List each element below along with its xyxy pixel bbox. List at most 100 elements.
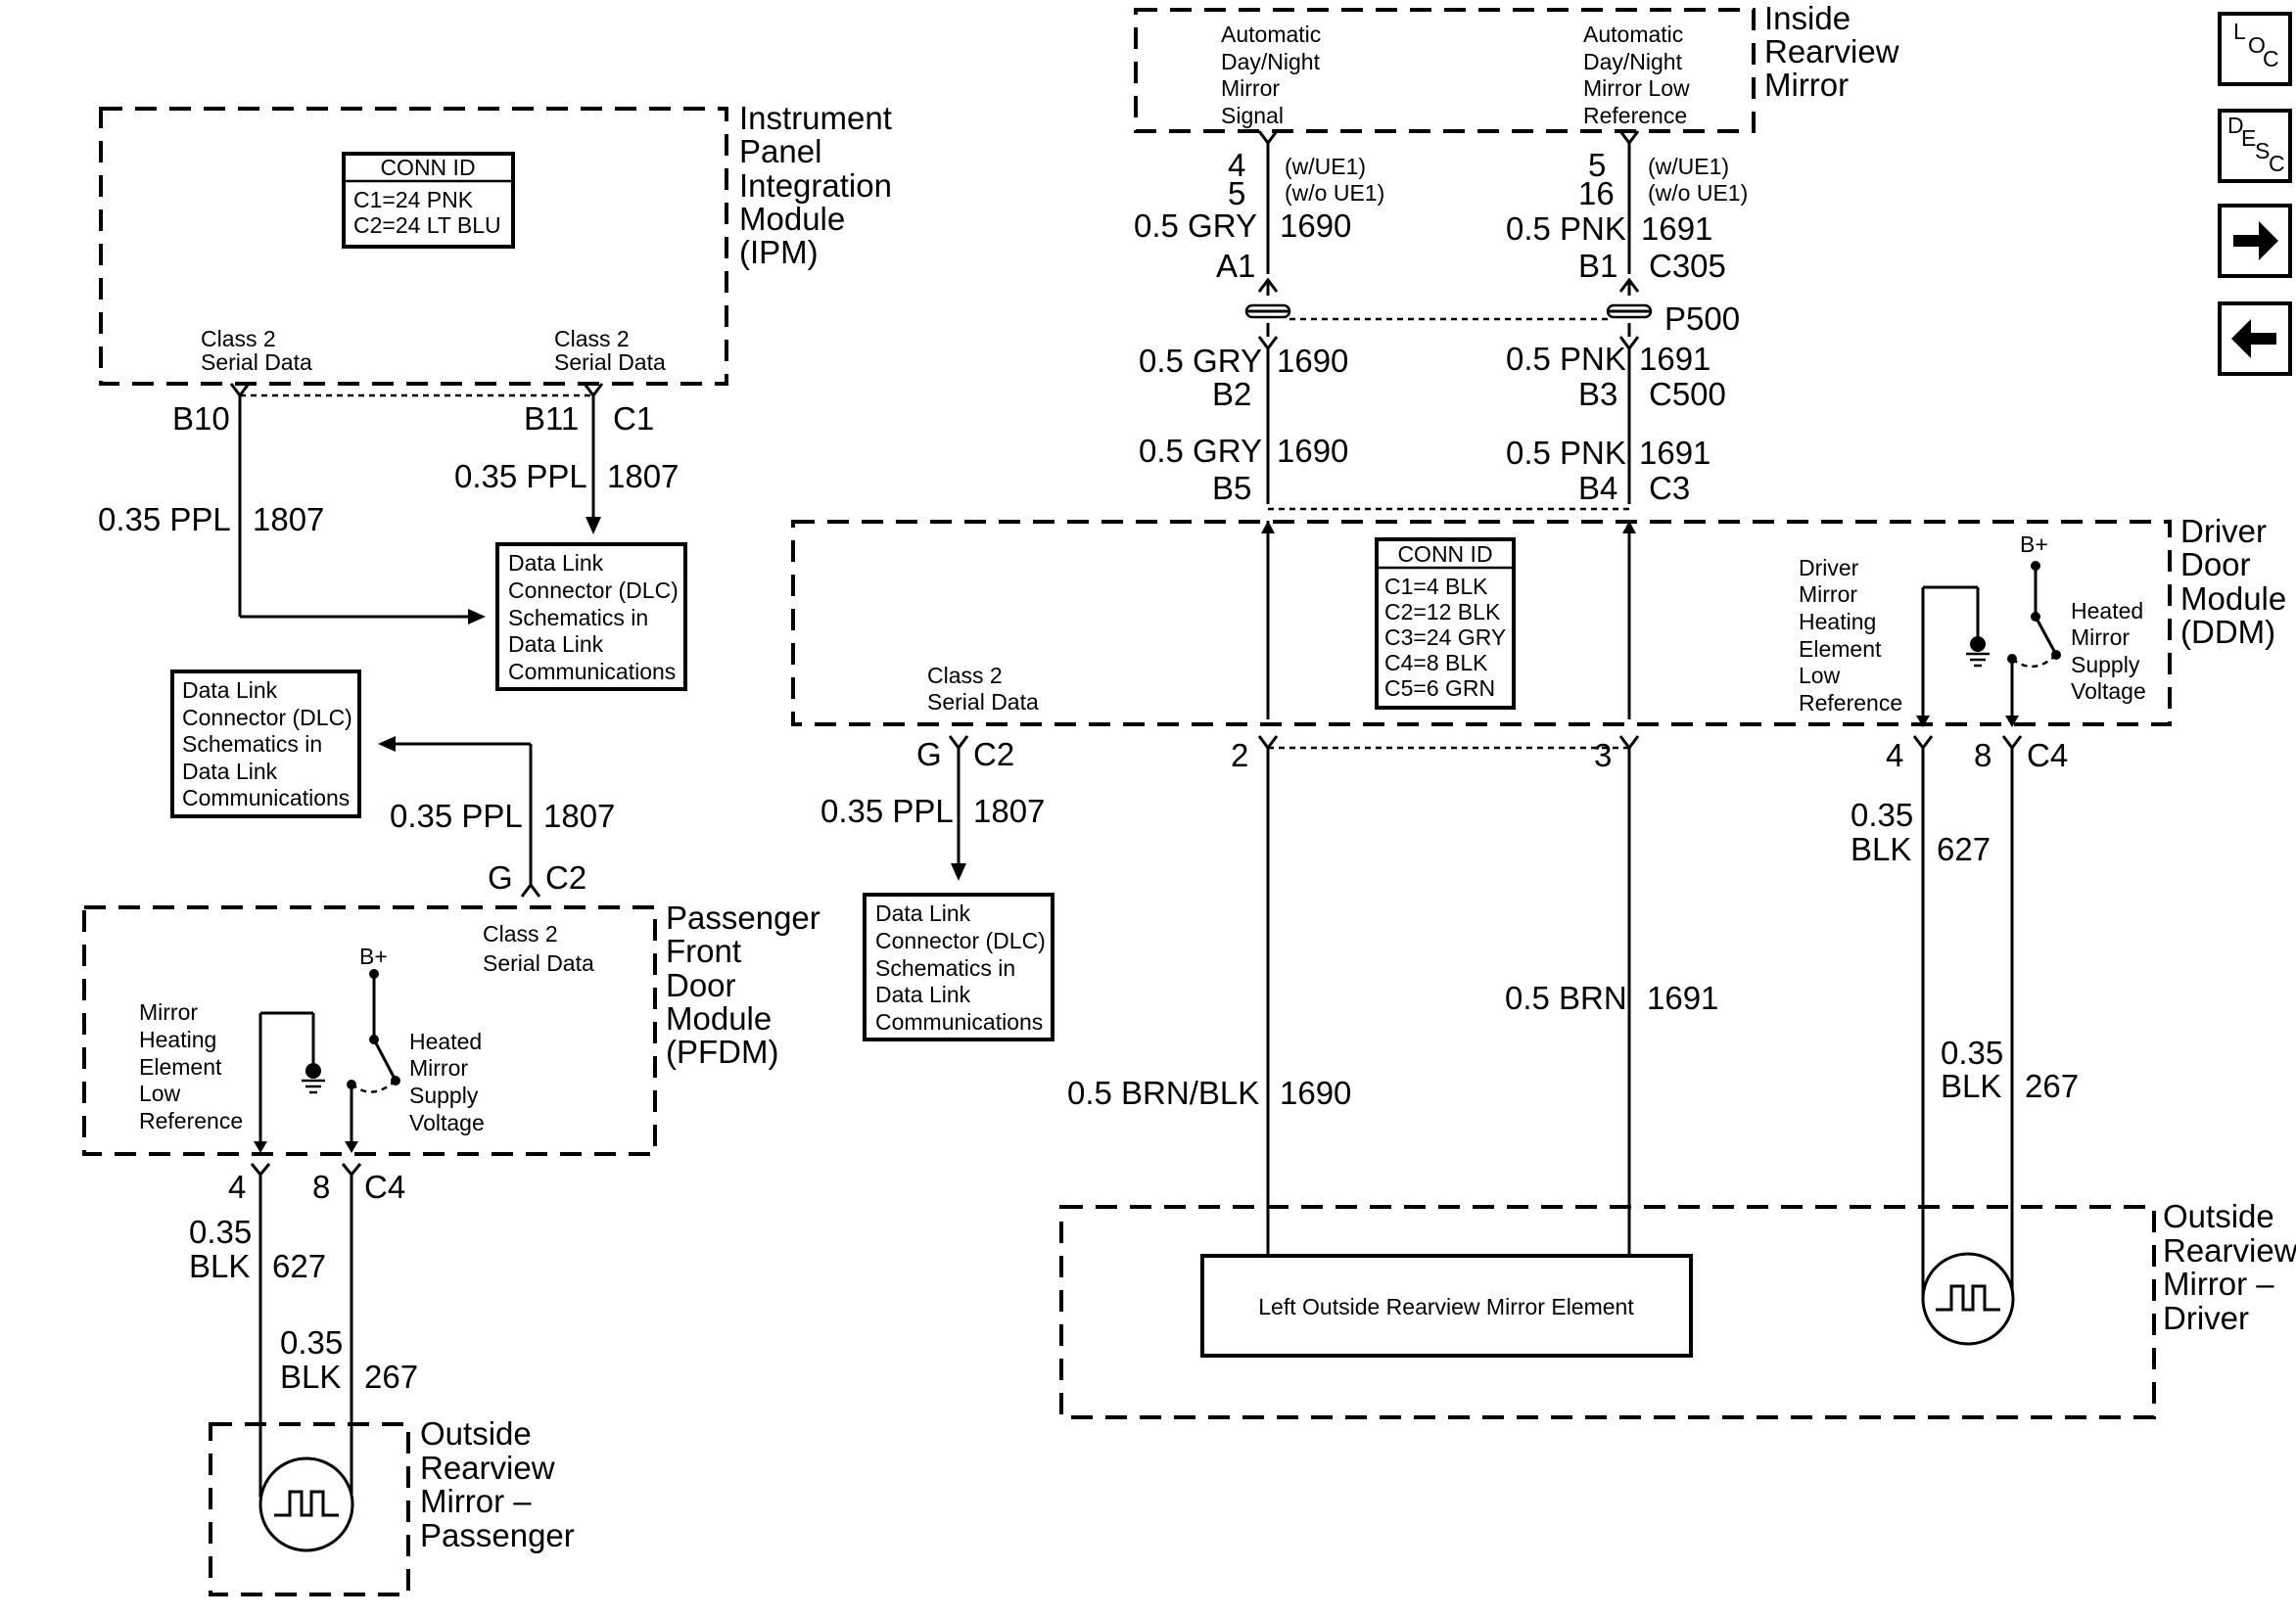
wire-color-label: 0.5 PNK bbox=[1506, 210, 1626, 247]
connector-label: C2 bbox=[973, 736, 1014, 772]
wire-color-label: 0.5 GRY bbox=[1134, 208, 1257, 244]
b-plus-label: B+ bbox=[2020, 531, 2048, 557]
wire-color-label: 0.5 GRY bbox=[1139, 343, 1262, 379]
pin-label: A1 bbox=[1216, 248, 1255, 284]
prev-button[interactable] bbox=[2218, 301, 2292, 376]
connector-label: C4 bbox=[2027, 737, 2068, 773]
wire-circuit-label: 267 bbox=[2025, 1068, 2079, 1104]
dlc-reference-box[interactable]: Data Link Connector (DLC) Schematics in … bbox=[863, 893, 1054, 1041]
pin-label: 4 bbox=[1886, 737, 1903, 773]
connector-label: C305 bbox=[1649, 248, 1726, 284]
ipm-conn-id-table: CONN ID C1=24 PNK C2=24 LT BLU bbox=[342, 152, 515, 249]
wire-color-label: BLK bbox=[280, 1359, 341, 1395]
left-mirror-element-label: Left Outside Rearview Mirror Element bbox=[1258, 1294, 1634, 1319]
svg-text:S: S bbox=[2255, 138, 2270, 163]
wire-color-label: 0.35 PPL bbox=[820, 793, 954, 829]
pfdm-module-boundary bbox=[82, 905, 657, 1156]
pfdm-module: Passenger Front Door Module (PFDM) Class… bbox=[82, 900, 829, 1156]
ddm-module-name: Driver Door Module (DDM) bbox=[2180, 513, 2295, 650]
ipm-conn-line: C2=24 LT BLU bbox=[353, 212, 501, 238]
pin-label: 5 bbox=[1588, 147, 1606, 183]
ipm-conn-id-title: CONN ID bbox=[380, 155, 475, 180]
wire-circuit-label: 1690 bbox=[1277, 343, 1348, 379]
outside-mirror-passenger: Outside Rearview Mirror – Passenger bbox=[209, 1415, 575, 1596]
heater-element-icon bbox=[258, 1456, 354, 1552]
ddm-conn-id-table: CONN ID C1=4 BLK C2=12 BLK C3=24 GRY C4=… bbox=[1375, 537, 1516, 710]
option-label: (w/UE1) bbox=[1648, 154, 1729, 179]
pin-label: 8 bbox=[1974, 737, 1991, 773]
wire-color-label: BLK bbox=[1941, 1068, 2001, 1104]
pfdm-mirror-wires: 4 8 C4 0.35 BLK 627 0.35 BLK 267 bbox=[189, 1141, 418, 1498]
wire-color-label: 0.35 PPL bbox=[454, 458, 587, 494]
dlc-reference-box[interactable]: Data Link Connector (DLC) Schematics in … bbox=[495, 542, 687, 691]
pin-label: B3 bbox=[1578, 376, 1617, 412]
ddm-wires: G C2 0.35 PPL 1807 2 3 0.5 BRN 1691 0.5 … bbox=[820, 716, 2079, 1302]
pin-label: B11 bbox=[524, 400, 579, 437]
pin-label: B1 bbox=[1578, 248, 1617, 284]
wire-circuit-label: 1691 bbox=[1639, 341, 1710, 377]
ipm-module-boundary bbox=[99, 107, 728, 386]
ddm-serial-label: Class 2 Serial Data bbox=[927, 663, 1039, 715]
pin-label: G bbox=[488, 859, 513, 896]
wire-color-label: 0.35 PPL bbox=[390, 798, 523, 834]
wire-circuit-label: 267 bbox=[364, 1359, 418, 1395]
ddm-heating-low-label: Driver Mirror Heating Element Low Refere… bbox=[1799, 555, 1902, 716]
connector-label: C3 bbox=[1649, 470, 1690, 506]
ipm-conn-line: C1=24 PNK bbox=[353, 187, 474, 212]
ipm-pin-label: Class 2 Serial Data bbox=[201, 326, 312, 375]
desc-button[interactable]: D E S C bbox=[2218, 109, 2292, 183]
svg-text:Data Link Connector (DLC: Data Link Connector (DLC) Schematics in … bbox=[508, 550, 684, 684]
wire-circuit-label: 1807 bbox=[253, 501, 324, 537]
wire-color-label: BLK bbox=[1851, 831, 1911, 867]
ipm-pin-label: Class 2 Serial Data bbox=[554, 326, 666, 375]
inside-mirror-wires: 4 5 (w/UE1) (w/o UE1) 5 16 (w/UE1) (w/o … bbox=[1134, 130, 1748, 719]
pin-label: B4 bbox=[1578, 470, 1617, 506]
arrow-right-icon bbox=[2233, 221, 2278, 260]
wire-circuit-label: 1690 bbox=[1280, 208, 1351, 244]
pfdm-module-name: Passenger Front Door Module (PFDM) bbox=[666, 900, 829, 1070]
ddm-conn-line: C2=12 BLK bbox=[1384, 599, 1501, 624]
svg-text:E: E bbox=[2241, 125, 2256, 151]
left-mirror-element-box: Left Outside Rearview Mirror Element bbox=[1200, 1254, 1693, 1358]
connector-label: C1 bbox=[613, 400, 654, 437]
svg-text:O: O bbox=[2248, 32, 2266, 58]
pin-label: 4 bbox=[1228, 147, 1245, 183]
pfdm-heater-switch-icon bbox=[258, 969, 400, 1145]
wire-circuit-label: 1691 bbox=[1639, 435, 1710, 471]
pin-label: 16 bbox=[1578, 175, 1615, 211]
wire-circuit-label: 1691 bbox=[1641, 210, 1712, 247]
svg-text:Data Link Connector (DLC: Data Link Connector (DLC) Schematics in … bbox=[182, 677, 358, 810]
ddm-conn-line: C5=6 GRN bbox=[1384, 675, 1495, 701]
pin-label: B2 bbox=[1212, 376, 1251, 412]
option-label: (w/o UE1) bbox=[1648, 180, 1748, 206]
option-label: (w/UE1) bbox=[1285, 154, 1366, 179]
wire-color-label: 0.35 bbox=[189, 1214, 252, 1250]
pin-label: 8 bbox=[312, 1169, 330, 1205]
wire-color-label: BLK bbox=[189, 1248, 250, 1284]
pfdm-heating-low-label: Mirror Heating Element Low Reference bbox=[139, 999, 243, 1133]
ddm-heater-switch-icon bbox=[1921, 561, 2061, 719]
pin-label: 4 bbox=[228, 1169, 246, 1205]
option-label: (w/o UE1) bbox=[1285, 180, 1384, 206]
ipm-wires: B10 B11 C1 0.35 PPL 1807 0.35 PPL 1807 bbox=[98, 383, 679, 624]
wire-circuit-label: 627 bbox=[1937, 831, 1991, 867]
loc-button[interactable]: L O C bbox=[2218, 12, 2292, 86]
wire-circuit-label: 1691 bbox=[1647, 980, 1718, 1016]
wire-color-label: 0.5 PNK bbox=[1506, 341, 1626, 377]
ddm-conn-line: C4=8 BLK bbox=[1384, 650, 1488, 675]
outside-mirror-driver-name: Outside Rearview Mirror – Driver bbox=[2163, 1198, 2296, 1336]
wire-color-label: 0.5 PNK bbox=[1506, 435, 1626, 471]
heater-element-icon bbox=[1921, 1252, 2015, 1346]
mirror-signal-label: Automatic Day/Night Mirror Signal bbox=[1221, 22, 1328, 128]
p500-connector-icon bbox=[1244, 303, 1653, 321]
wire-color-label: 0.35 bbox=[1941, 1035, 2003, 1071]
inside-mirror-name: Inside Rearview Mirror bbox=[1764, 0, 1908, 103]
next-button[interactable] bbox=[2218, 204, 2292, 278]
wire-circuit-label: 627 bbox=[272, 1248, 326, 1284]
outside-mirror-passenger-boundary bbox=[209, 1422, 410, 1596]
dlc-reference-box[interactable]: Data Link Connector (DLC) Schematics in … bbox=[170, 670, 361, 818]
pfdm-heated-supply-label: Heated Mirror Supply Voltage bbox=[409, 1029, 489, 1135]
wire-color-label: 0.5 BRN/BLK bbox=[1067, 1075, 1259, 1111]
pin-label: 5 bbox=[1228, 175, 1245, 211]
wire-color-label: 0.35 PPL bbox=[98, 501, 231, 537]
